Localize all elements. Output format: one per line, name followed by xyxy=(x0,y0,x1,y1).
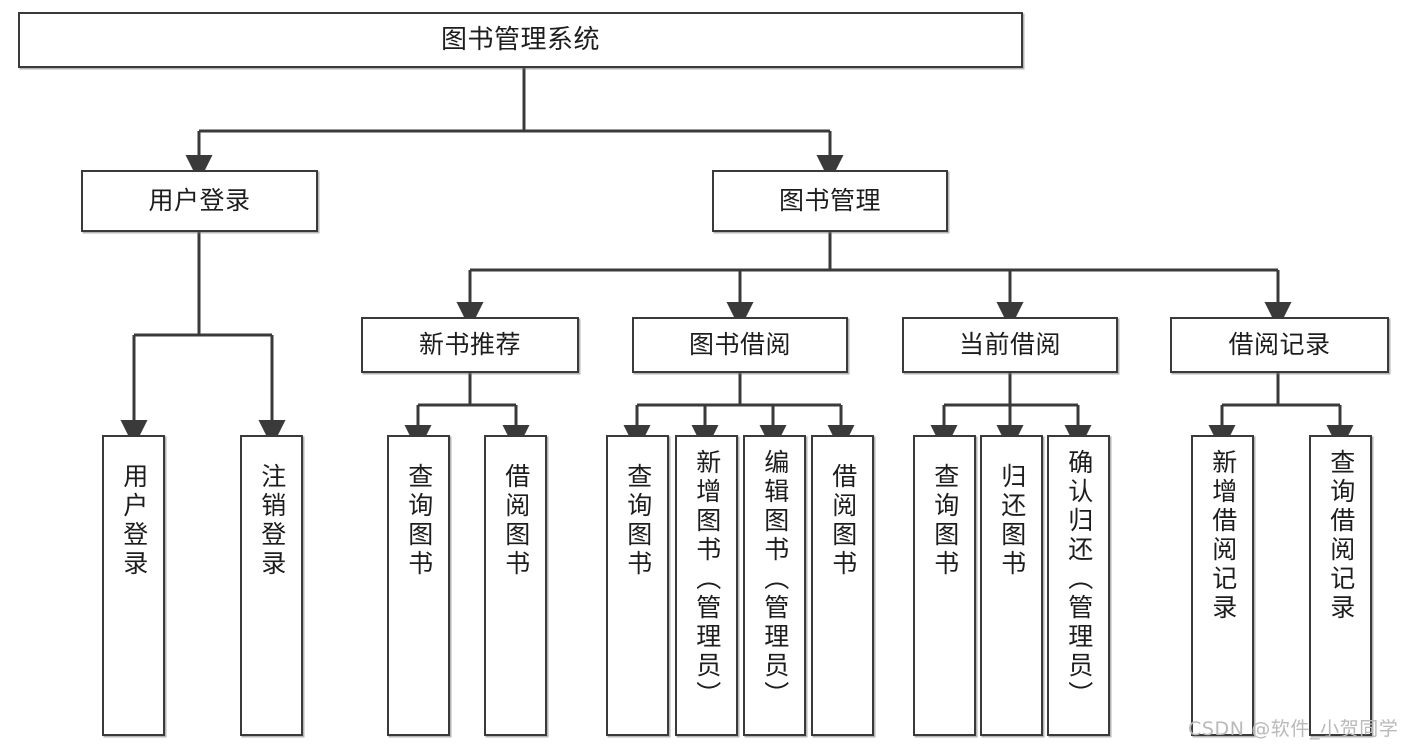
node-label: 用户登录 xyxy=(119,463,149,579)
node-label: 借阅图书 xyxy=(501,463,531,579)
csdn-watermark: CSDN @软件_小贺同学 xyxy=(1188,718,1399,740)
node-leaf-borrow-book[interactable]: 借阅图书 xyxy=(811,435,874,736)
node-new-book-recommendation[interactable]: 新书推荐 xyxy=(361,317,579,373)
node-leaf-query-book-borrow[interactable]: 查询图书 xyxy=(606,435,669,736)
node-label: 新增图书（管理员） xyxy=(692,449,722,710)
node-root-book-management-system[interactable]: 图书管理系统 xyxy=(18,12,1023,68)
node-label: 编辑图书（管理员） xyxy=(760,449,790,710)
node-label: 图书借阅 xyxy=(688,330,791,360)
node-label: 图书管理 xyxy=(778,186,881,216)
node-borrow-record[interactable]: 借阅记录 xyxy=(1170,317,1389,373)
node-user-login[interactable]: 用户登录 xyxy=(81,170,318,232)
node-label: 借阅图书 xyxy=(828,463,858,579)
node-leaf-query-borrow-record[interactable]: 查询借阅记录 xyxy=(1309,435,1372,736)
node-leaf-borrow-book-recommend[interactable]: 借阅图书 xyxy=(484,435,547,736)
node-label: 用户登录 xyxy=(148,186,251,216)
node-leaf-return-book[interactable]: 归还图书 xyxy=(980,435,1043,736)
node-label: 查询图书 xyxy=(404,463,434,579)
node-leaf-query-book-recommend[interactable]: 查询图书 xyxy=(387,435,450,736)
node-current-borrow[interactable]: 当前借阅 xyxy=(902,317,1118,373)
node-book-management[interactable]: 图书管理 xyxy=(712,170,948,232)
node-label: 查询借阅记录 xyxy=(1326,449,1356,623)
node-label: 归还图书 xyxy=(997,463,1027,579)
node-label: 注销登录 xyxy=(257,463,287,579)
node-label: 当前借阅 xyxy=(958,330,1061,360)
node-leaf-confirm-return-admin[interactable]: 确认归还（管理员） xyxy=(1047,435,1110,736)
node-label: 查询图书 xyxy=(930,463,960,579)
node-label: 确认归还（管理员） xyxy=(1064,449,1094,710)
node-label: 图书管理系统 xyxy=(440,24,600,55)
node-book-borrow[interactable]: 图书借阅 xyxy=(632,317,848,373)
node-label: 新增借阅记录 xyxy=(1208,449,1238,623)
node-label: 查询图书 xyxy=(623,463,653,579)
node-leaf-logout[interactable]: 注销登录 xyxy=(240,435,303,736)
node-leaf-query-book-current[interactable]: 查询图书 xyxy=(913,435,976,736)
node-leaf-add-borrow-record[interactable]: 新增借阅记录 xyxy=(1191,435,1254,736)
node-leaf-add-book-admin[interactable]: 新增图书（管理员） xyxy=(675,435,738,736)
node-label: 新书推荐 xyxy=(418,330,521,360)
node-label: 借阅记录 xyxy=(1228,330,1331,360)
node-leaf-user-login[interactable]: 用户登录 xyxy=(102,435,165,736)
node-leaf-edit-book-admin[interactable]: 编辑图书（管理员） xyxy=(743,435,806,736)
